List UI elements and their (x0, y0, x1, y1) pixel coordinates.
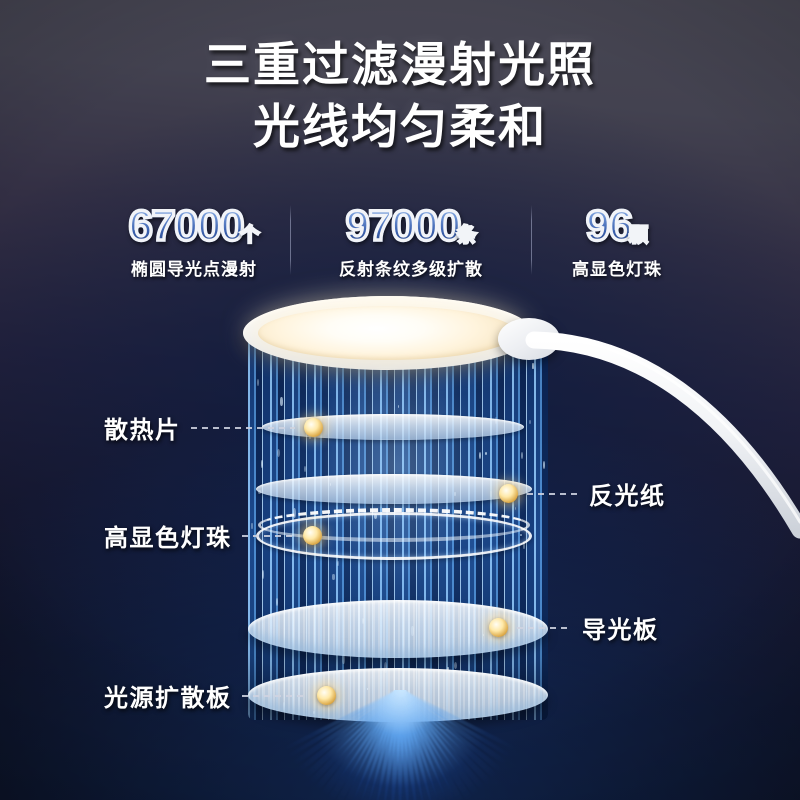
callout-heat-sink: 散热片 (104, 410, 323, 445)
light-sparkle (454, 662, 458, 670)
callout-marker-dot (302, 526, 322, 545)
headline-line-1: 三重过滤漫射光照 (204, 38, 596, 91)
light-sparkle (277, 449, 281, 457)
callout-light-guide-plate: 导光板 (489, 610, 659, 645)
callout-leader-line (190, 426, 295, 429)
stat-unit-2: 颗 (628, 224, 650, 247)
light-sparkle (257, 379, 260, 387)
light-sparkle (521, 452, 523, 459)
light-sparkle (337, 561, 339, 566)
light-sparkle (515, 507, 517, 511)
stat-item-1: 97000 条 反射条纹多级扩散 (291, 200, 531, 280)
callout-diffuser-plate: 光源扩散板 (104, 678, 336, 713)
light-sparkle (262, 570, 265, 579)
light-sparkle (261, 460, 264, 469)
callout-marker-dot (499, 484, 518, 503)
callout-marker-dot (303, 418, 323, 437)
callout-marker-dot (316, 686, 336, 705)
light-sparkle (342, 654, 345, 664)
stat-number-2: 96 (584, 202, 634, 250)
light-sparkle (304, 466, 306, 472)
light-sparkle (276, 598, 279, 607)
lamp-head-light-panel (258, 306, 516, 360)
lamp-head-joint (498, 318, 560, 360)
stats-row: 67000 个 椭圆导光点漫射 97000 条 反射条纹多级扩散 96 颗 高显… (0, 200, 800, 280)
callout-reflector-paper: 反光纸 (499, 476, 666, 511)
stat-label-1: 反射条纹多级扩散 (339, 260, 483, 279)
light-sparkle (384, 662, 387, 673)
stat-number-group-1: 97000 条 (344, 200, 478, 250)
stat-label-2: 高显色灯珠 (572, 260, 662, 279)
light-sparkle (543, 461, 546, 469)
disc-reflector-paper (256, 474, 532, 504)
stat-label-0: 椭圆导光点漫射 (131, 260, 257, 279)
stat-item-0: 67000 个 椭圆导光点漫射 (98, 200, 290, 280)
callout-label-reflector-paper: 反光纸 (589, 483, 666, 510)
stat-item-2: 96 颗 高显色灯珠 (532, 200, 702, 280)
stat-divider-1 (290, 205, 291, 275)
stat-unit-1: 条 (456, 224, 478, 247)
light-sparkle (485, 452, 488, 456)
light-sparkle (398, 405, 400, 408)
stat-number-1: 97000 (344, 202, 463, 250)
callout-leader-line (241, 534, 294, 537)
stat-number-group-2: 96 颗 (584, 200, 650, 250)
callout-leader-line (527, 492, 579, 495)
stat-number-0: 67000 (127, 202, 246, 250)
callout-label-light-guide-plate: 导光板 (582, 617, 659, 644)
light-sparkle (280, 397, 283, 406)
headline-line-2: 光线均匀柔和 (253, 100, 547, 153)
callout-led-beads: 高显色灯珠 (104, 518, 322, 553)
callout-leader-line (517, 626, 572, 629)
stat-number-group-0: 67000 个 (127, 200, 261, 250)
callout-label-diffuser-plate: 光源扩散板 (104, 685, 232, 712)
light-sparkle (251, 523, 253, 530)
callout-label-heat-sink: 散热片 (104, 417, 181, 444)
light-sparkle (523, 541, 526, 549)
callout-marker-dot (489, 618, 508, 637)
light-sparkle (479, 452, 481, 459)
light-sparkle (447, 667, 449, 670)
stat-unit-0: 个 (239, 224, 261, 247)
stat-divider-2 (531, 205, 532, 275)
callout-label-led-beads: 高显色灯珠 (104, 525, 232, 552)
callout-leader-line (241, 694, 308, 697)
light-sparkle (532, 363, 534, 370)
light-sparkle (332, 574, 335, 580)
